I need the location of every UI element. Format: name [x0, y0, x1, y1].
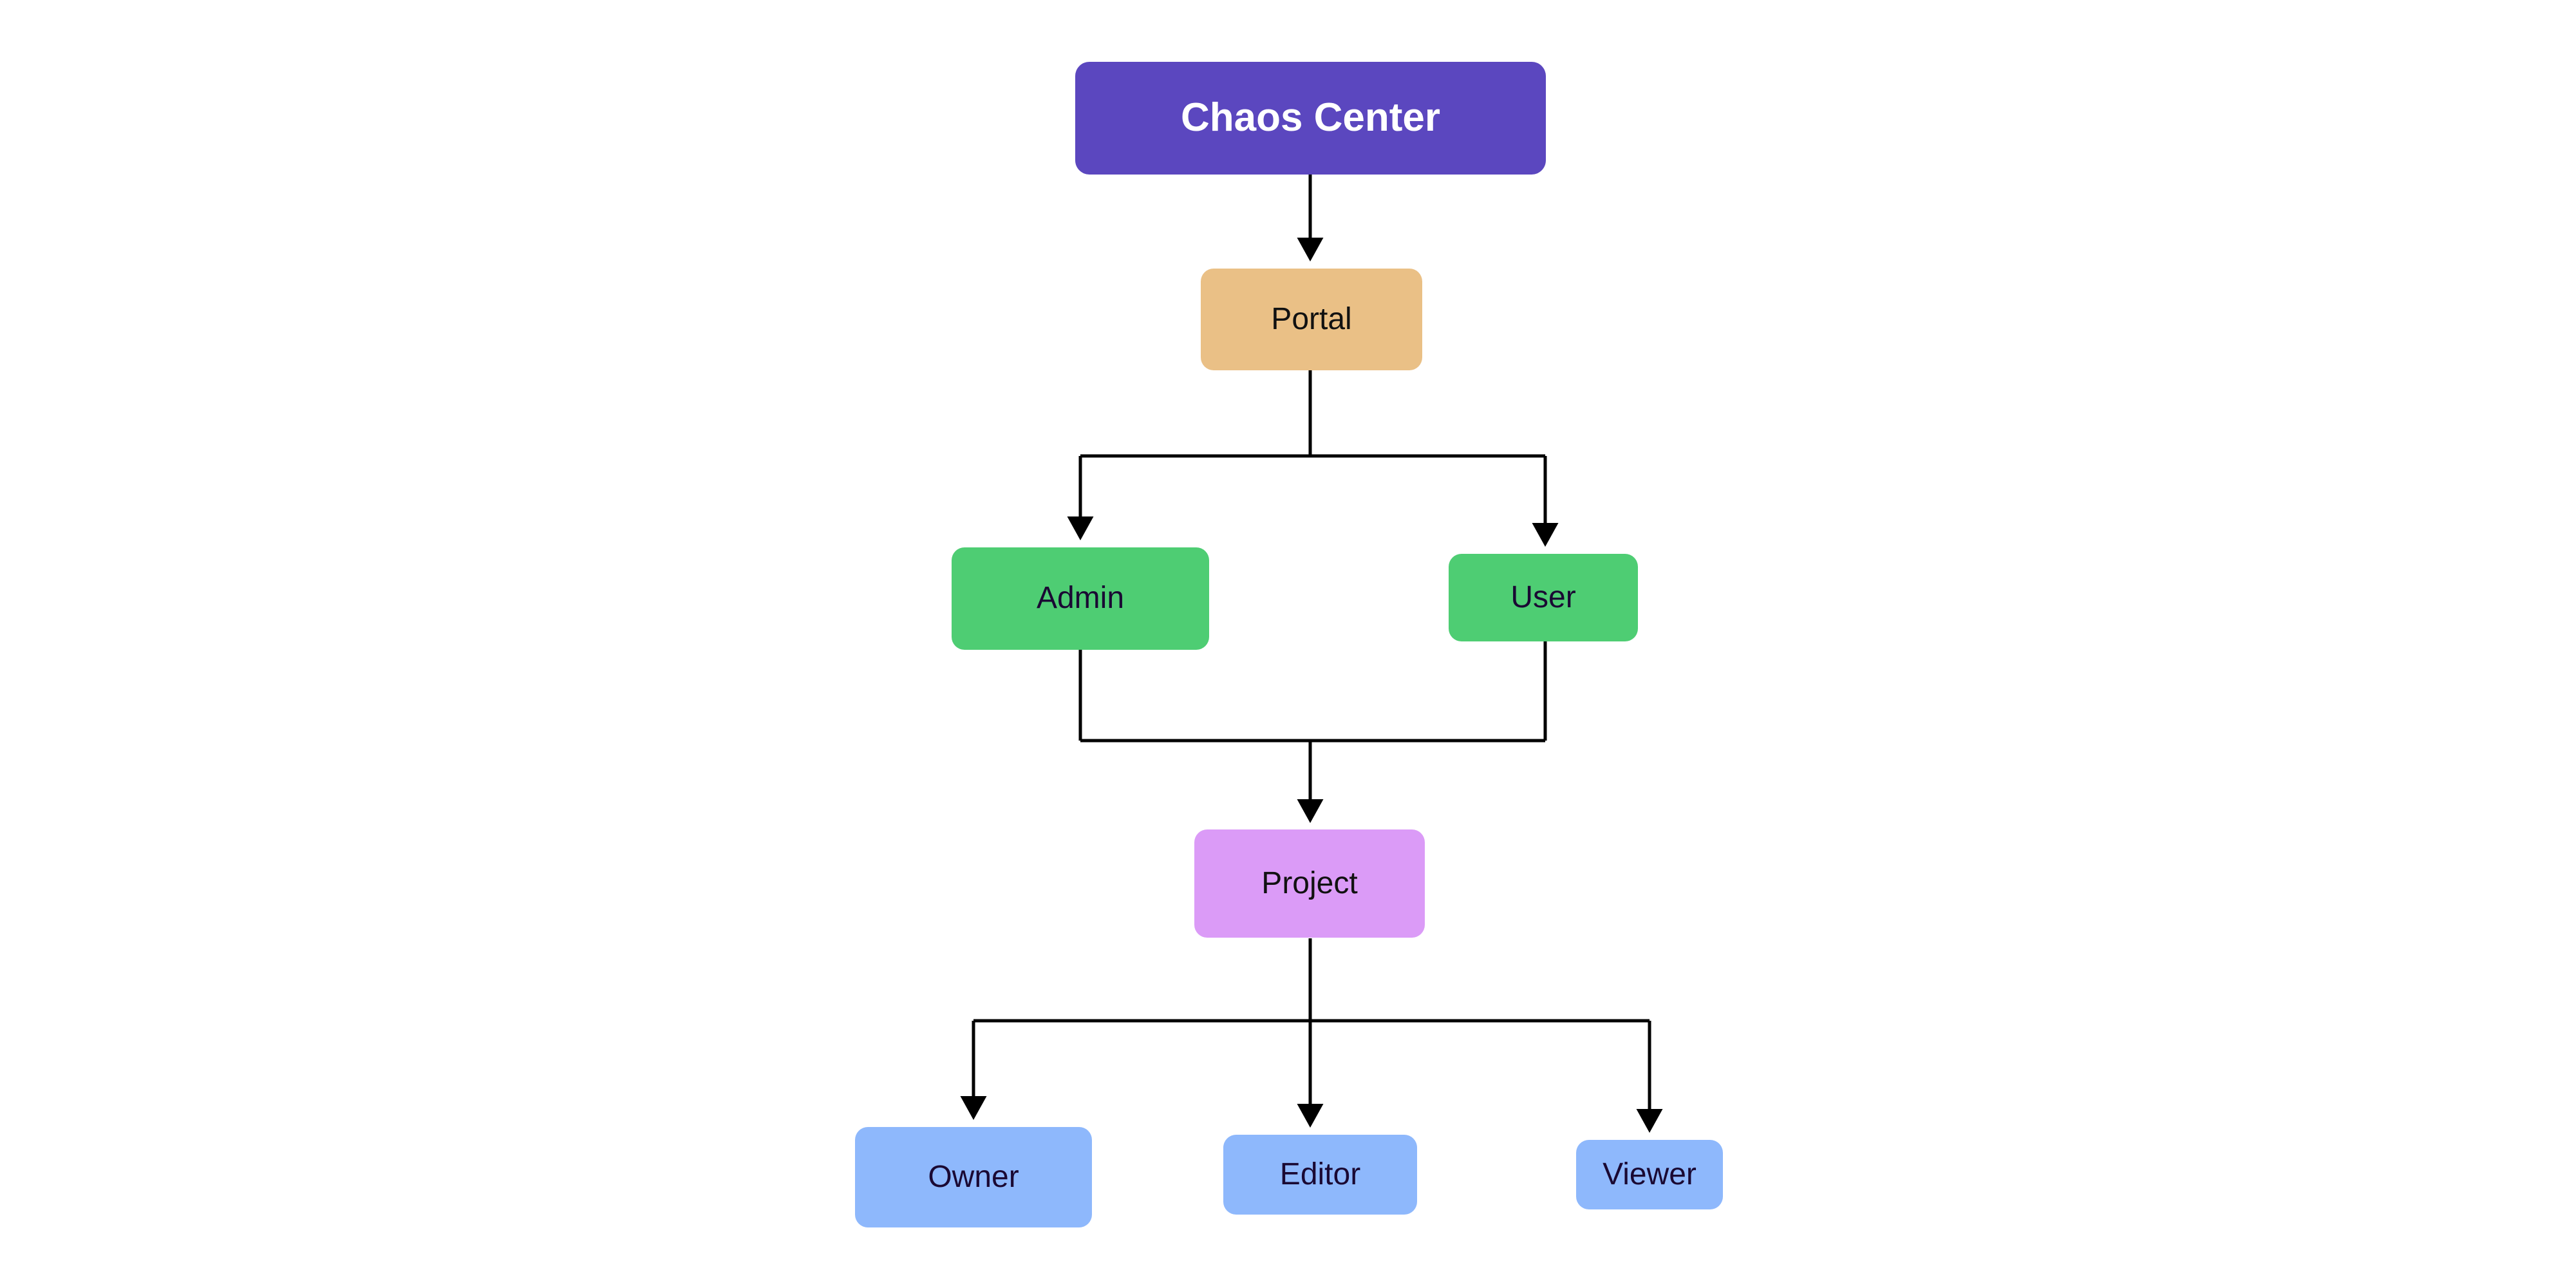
node-portal-label: Portal — [1271, 301, 1352, 336]
node-user-label: User — [1510, 580, 1576, 614]
node-chaos-center-label: Chaos Center — [1180, 95, 1441, 140]
node-admin-label: Admin — [1036, 581, 1125, 616]
node-owner-label: Owner — [928, 1159, 1019, 1194]
node-portal[interactable]: Portal — [1201, 269, 1422, 370]
node-chaos-center[interactable]: Chaos Center — [1075, 62, 1546, 175]
node-owner[interactable]: Owner — [855, 1127, 1092, 1227]
node-viewer-label: Viewer — [1603, 1157, 1697, 1191]
node-user[interactable]: User — [1449, 554, 1638, 641]
node-editor[interactable]: Editor — [1223, 1135, 1417, 1215]
node-viewer[interactable]: Viewer — [1576, 1140, 1723, 1209]
node-admin[interactable]: Admin — [952, 547, 1209, 650]
node-project[interactable]: Project — [1194, 829, 1425, 938]
node-project-label: Project — [1261, 866, 1358, 900]
node-editor-label: Editor — [1279, 1157, 1361, 1191]
